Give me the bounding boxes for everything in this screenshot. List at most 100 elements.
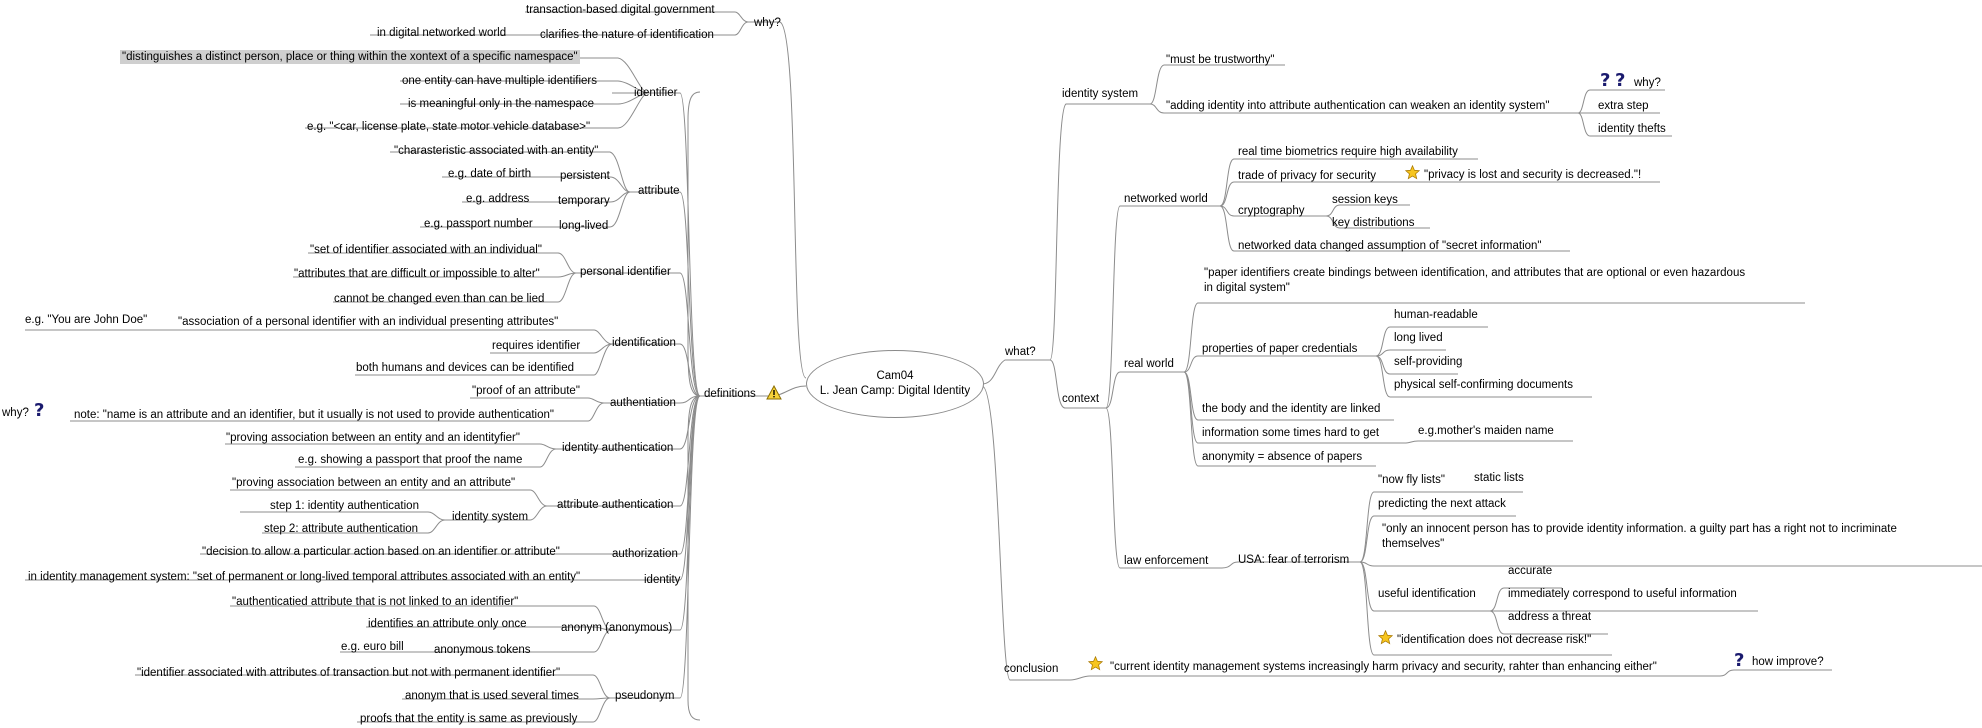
networked-def-2-quote[interactable]: "privacy is lost and security is decreas… <box>1424 169 1642 181</box>
identity-node[interactable]: identity <box>644 574 681 586</box>
why-node[interactable]: why? <box>754 17 781 29</box>
cryptography-session-keys[interactable]: session keys <box>1332 194 1398 206</box>
cryptography-key-distributions[interactable]: key distributions <box>1332 217 1415 229</box>
law-innocent-line-1[interactable]: "only an innocent person has to provide … <box>1382 523 1897 535</box>
attribute-longlived[interactable]: long-lived <box>559 220 609 232</box>
pseudonym-def-3[interactable]: proofs that the entity is same as previo… <box>360 713 578 725</box>
personal-def-1[interactable]: "set of identifier associated with an in… <box>310 244 542 256</box>
paper-credential-1[interactable]: human-readable <box>1394 309 1478 321</box>
anonym-node[interactable]: anonym (anonymous) <box>561 622 673 634</box>
law-fly-lists-static[interactable]: static lists <box>1474 472 1524 484</box>
identification-def-1-eg[interactable]: e.g. "You are John Doe" <box>25 314 148 326</box>
identity-system-why-2[interactable]: identity thefts <box>1598 123 1666 135</box>
identity-system-why[interactable]: why? <box>1634 77 1661 89</box>
law-decrease-risk[interactable]: "identification does not decrease risk!" <box>1397 634 1592 646</box>
personal-def-2[interactable]: "attributes that are difficult or imposs… <box>294 268 540 280</box>
identity-system-node[interactable]: identity system <box>1062 88 1139 100</box>
networked-cryptography[interactable]: cryptography <box>1238 205 1305 217</box>
what-node[interactable]: what? <box>1005 346 1036 358</box>
attribute-persistent-eg[interactable]: e.g. date of birth <box>448 168 532 180</box>
real-def-5[interactable]: anonymity = absence of papers <box>1202 451 1363 463</box>
attribute-authentication-node[interactable]: attribute authentication <box>557 499 674 511</box>
attribute-authentication-def-1[interactable]: "proving association between an entity a… <box>232 477 516 489</box>
identifier-def-1[interactable]: "distinguishes a distinct person, place … <box>120 50 580 64</box>
real-def-3[interactable]: the body and the identity are linked <box>1202 403 1381 415</box>
anonym-def-1[interactable]: "authenticatied attribute that is not li… <box>232 596 519 608</box>
identity-authentication-def-2[interactable]: e.g. showing a passport that proof the n… <box>298 454 523 466</box>
authorization-def-1[interactable]: "decision to allow a particular action b… <box>202 546 560 558</box>
identification-def-2[interactable]: requires identifier <box>492 340 581 352</box>
attribute-temporary[interactable]: temporary <box>558 195 610 207</box>
identity-system-def-2[interactable]: "adding identity into attribute authenti… <box>1166 100 1550 112</box>
attribute-def-1[interactable]: "charasteristic associated with an entit… <box>394 145 599 157</box>
question-icon: ? <box>1600 70 1611 91</box>
networked-def-2[interactable]: trade of privacy for security <box>1238 170 1377 182</box>
pseudonym-def-2[interactable]: anonym that is used several times <box>405 690 579 702</box>
useful-identification-2[interactable]: immediately correspond to useful informa… <box>1508 588 1737 600</box>
identification-def-1[interactable]: "association of a personal identifier wi… <box>178 316 559 328</box>
identifier-def-2[interactable]: one entity can have multiple identifiers <box>402 75 597 87</box>
attribute-node[interactable]: attribute <box>638 185 680 197</box>
authentiation-def-1[interactable]: "proof of an attribute" <box>472 385 580 397</box>
law-enforcement-node[interactable]: law enforcement <box>1124 555 1209 567</box>
identification-def-3[interactable]: both humans and devices can be identifie… <box>356 362 575 374</box>
authentiation-why[interactable]: why? <box>2 407 29 419</box>
root-subtitle: L. Jean Camp: Digital Identity <box>819 385 971 397</box>
paper-credential-4[interactable]: physical self-confirming documents <box>1394 379 1573 391</box>
why-child-1[interactable]: transaction-based digital government <box>526 4 715 16</box>
identifier-node[interactable]: identifier <box>634 87 678 99</box>
pseudonym-def-1[interactable]: "identifier associated with attributes o… <box>137 667 561 679</box>
useful-identification-3[interactable]: address a threat <box>1508 611 1592 623</box>
networked-def-4[interactable]: networked data changed assumption of "se… <box>1238 240 1542 252</box>
attribute-authentication-system[interactable]: identity system <box>452 511 529 523</box>
real-def-4[interactable]: information some times hard to get <box>1202 427 1380 439</box>
authentiation-node[interactable]: authentiation <box>610 397 676 409</box>
paper-credential-3[interactable]: self-providing <box>1394 356 1463 368</box>
conclusion-def-1[interactable]: "current identity management systems inc… <box>1110 661 1657 673</box>
root-topic[interactable]: Cam04 L. Jean Camp: Digital Identity <box>806 350 984 418</box>
identifier-def-4[interactable]: e.g. "<car, license plate, state motor v… <box>307 121 591 133</box>
law-predicting[interactable]: predicting the next attack <box>1378 498 1506 510</box>
identity-def-1[interactable]: in identity management system: "set of p… <box>28 571 581 583</box>
law-fly-lists[interactable]: "now fly lists" <box>1378 474 1445 486</box>
personal-def-3[interactable]: cannot be changed even than can be lied <box>334 293 545 305</box>
anonym-tokens[interactable]: anonymous tokens <box>434 644 531 656</box>
authorization-node[interactable]: authorization <box>612 548 678 560</box>
definitions-node[interactable]: definitions <box>704 388 756 400</box>
attribute-authentication-step-2[interactable]: step 2: attribute authentication <box>264 523 419 535</box>
identity-system-why-1[interactable]: extra step <box>1598 100 1649 112</box>
identity-authentication-node[interactable]: identity authentication <box>562 442 674 454</box>
attribute-persistent[interactable]: persistent <box>560 170 610 182</box>
conclusion-node[interactable]: conclusion <box>1004 663 1059 675</box>
context-node[interactable]: context <box>1062 393 1100 405</box>
anonym-def-2[interactable]: identifies an attribute only once <box>368 618 527 630</box>
attribute-longlived-eg[interactable]: e.g. passport number <box>424 218 533 230</box>
law-innocent-line-2[interactable]: themselves" <box>1382 538 1445 550</box>
real-def-1-line-2[interactable]: in digital system" <box>1204 282 1290 294</box>
personal-identifier-node[interactable]: personal identifier <box>580 266 671 278</box>
useful-identification-node[interactable]: useful identification <box>1378 588 1476 600</box>
root-title: Cam04 <box>876 370 914 382</box>
question-icon: ? <box>1615 70 1626 91</box>
real-world-node[interactable]: real world <box>1124 358 1174 370</box>
conclusion-how-improve[interactable]: how improve? <box>1752 656 1824 668</box>
real-def-1-line-1[interactable]: "paper identifiers create bindings betwe… <box>1204 267 1746 279</box>
identification-node[interactable]: identification <box>612 337 676 349</box>
paper-credential-2[interactable]: long lived <box>1394 332 1443 344</box>
why-child-2-detail[interactable]: in digital networked world <box>377 27 507 39</box>
attribute-temporary-eg[interactable]: e.g. address <box>466 193 530 205</box>
attribute-authentication-step-1[interactable]: step 1: identity authentication <box>270 500 419 512</box>
paper-credentials-node[interactable]: properties of paper credentials <box>1202 343 1358 355</box>
useful-identification-1[interactable]: accurate <box>1508 565 1553 577</box>
law-usa-node[interactable]: USA: fear of terrorism <box>1238 554 1350 566</box>
identifier-def-3[interactable]: is meaningful only in the namespace <box>408 98 595 110</box>
why-child-2[interactable]: clarifies the nature of identification <box>540 29 714 41</box>
authentiation-def-2[interactable]: note: "name is an attribute and an ident… <box>74 409 554 421</box>
identity-system-def-1[interactable]: "must be trustworthy" <box>1166 54 1275 66</box>
pseudonym-node[interactable]: pseudonym <box>615 690 675 702</box>
networked-world-node[interactable]: networked world <box>1124 193 1208 205</box>
anonym-tokens-eg[interactable]: e.g. euro bill <box>341 641 404 653</box>
identity-authentication-def-1[interactable]: "proving association between an entity a… <box>226 432 520 444</box>
networked-def-1[interactable]: real time biometrics require high availa… <box>1238 146 1458 158</box>
real-def-4-eg[interactable]: e.g.mother's maiden name <box>1418 425 1554 437</box>
